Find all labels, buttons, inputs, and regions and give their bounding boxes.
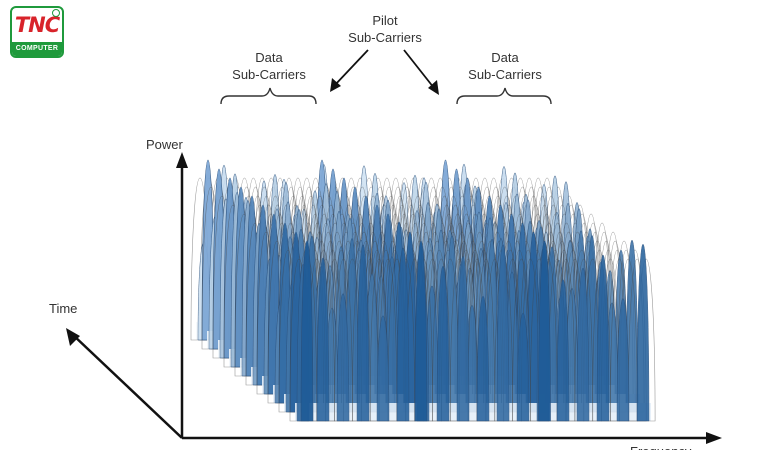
power-axis-label: Power — [146, 137, 183, 152]
data-right-label-line1: Data — [491, 50, 519, 65]
logo-mark: TNC — [14, 13, 60, 37]
time-axis — [71, 333, 183, 439]
data-left-label-line1: Data — [255, 50, 283, 65]
pilot-subcarrier-lobe — [300, 241, 314, 422]
subcarrier-lobe — [456, 256, 470, 422]
tnc-computer-logo: TNC COMPUTER — [10, 6, 64, 58]
subcarrier-lobe — [316, 257, 330, 422]
data-left-bracket — [220, 87, 317, 105]
subcarrier-lobe — [436, 266, 450, 422]
pilot-arrow-left-head — [330, 78, 341, 92]
pilot-label-line2: Sub-Carriers — [348, 30, 422, 45]
data-subcarriers-right-label: Data Sub-Carriers — [455, 49, 555, 83]
pilot-arrow-left — [333, 49, 369, 87]
subcarrier-lobe — [356, 244, 370, 422]
registered-icon — [52, 9, 60, 17]
subcarrier-lobe — [516, 312, 530, 422]
subcarrier-lobe — [336, 293, 350, 422]
subcarrier-lobe — [556, 279, 570, 422]
logo-subtitle: COMPUTER — [12, 42, 62, 56]
data-right-bracket — [456, 87, 552, 105]
pilot-label-line1: Pilot — [372, 13, 398, 28]
time-axis-label: Time — [49, 301, 78, 316]
data-right-label-line2: Sub-Carriers — [468, 67, 542, 82]
subcarrier-lobe — [576, 268, 590, 422]
time-axis-arrowhead — [66, 328, 80, 346]
subcarrier-lobe — [396, 247, 410, 422]
subcarrier-lobe — [476, 296, 490, 422]
data-subcarriers-left-label: Data Sub-Carriers — [219, 49, 319, 83]
power-axis-arrowhead — [176, 152, 188, 168]
frequency-axis-arrowhead — [706, 432, 722, 444]
subcarrier-lobe — [596, 254, 610, 422]
frequency-axis-label: Frequency — [630, 443, 730, 450]
subcarrier-lobe — [376, 315, 390, 422]
subcarrier-lobe — [496, 244, 510, 422]
pilot-arrow-right-head — [428, 80, 439, 95]
subcarrier-lobe — [616, 298, 630, 422]
data-left-label-line2: Sub-Carriers — [232, 67, 306, 82]
pilot-subcarrier-lobe — [538, 241, 551, 422]
pilot-subcarrier-lobe — [414, 241, 428, 422]
subcarrier-lobe — [636, 243, 650, 422]
pilot-arrow-right — [403, 49, 435, 89]
pilot-subcarriers-label: Pilot Sub-Carriers — [340, 12, 430, 46]
